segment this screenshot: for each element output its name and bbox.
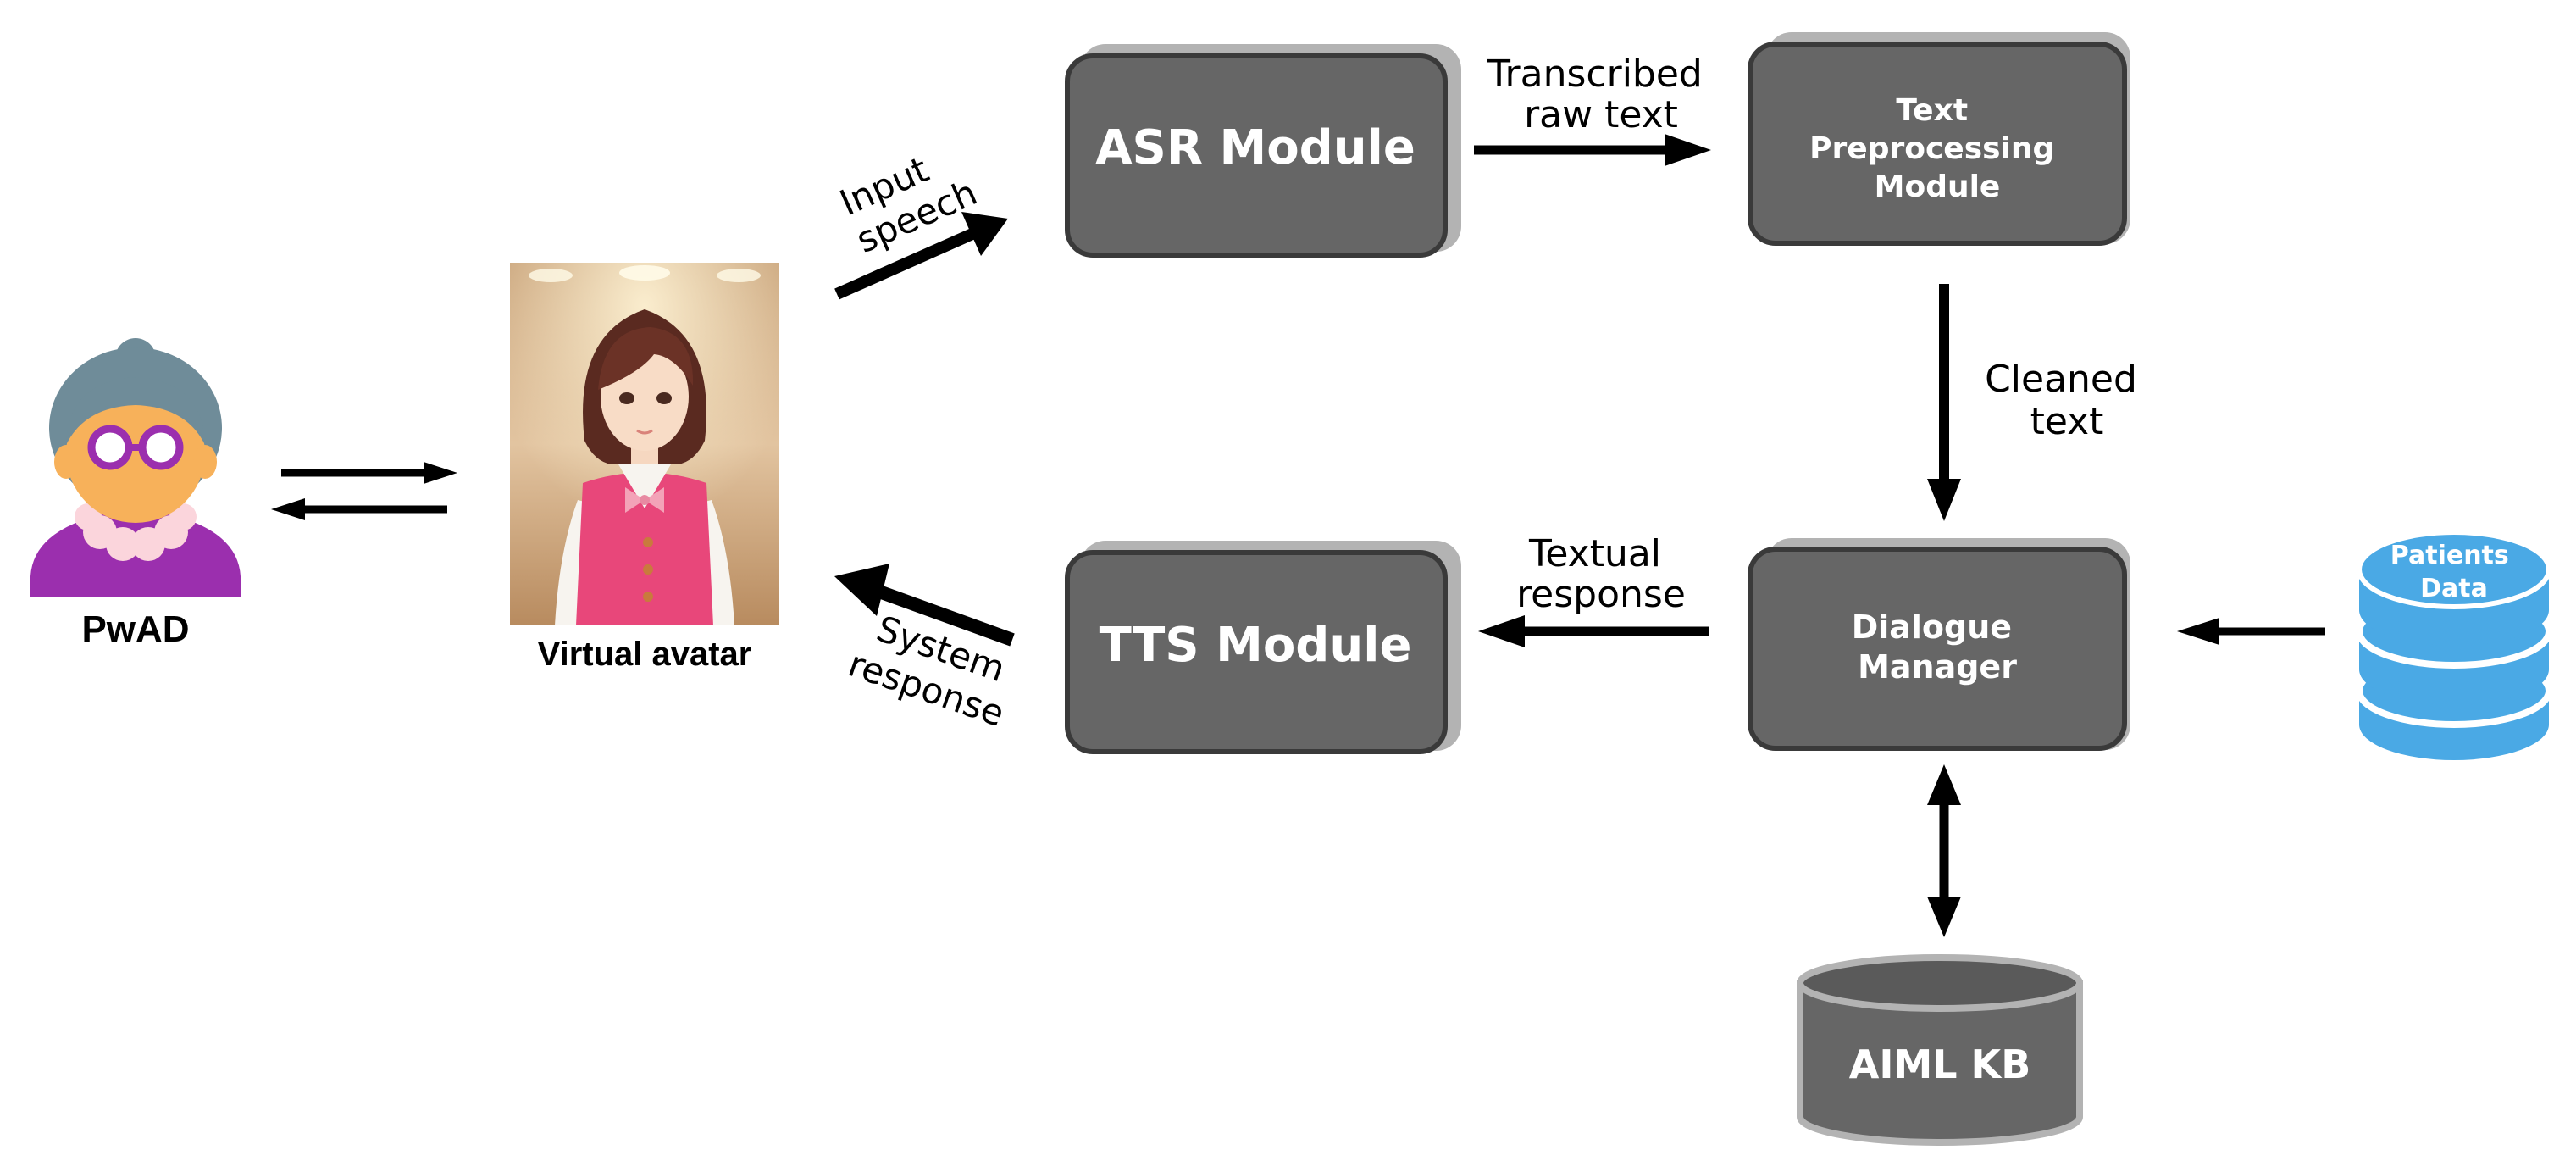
glasses-icon: [87, 425, 133, 470]
textual-response-arrow: [1478, 615, 1709, 647]
textual-response-label: Textual response: [1516, 532, 1686, 616]
pwad-label: PwAD: [81, 608, 189, 650]
aiml-kb-label: AIML KB: [1849, 1041, 2031, 1087]
virtual-avatar-image: [510, 263, 779, 625]
asr-module-box: ASR Module: [1065, 44, 1461, 258]
avatar-label: Virtual avatar: [538, 636, 752, 673]
tts-module-box: TTS Module: [1065, 541, 1461, 754]
tts-module-label: TTS Module: [1100, 618, 1412, 673]
dialogue-manager-label: Dialogue Manager: [1852, 608, 2024, 686]
system-response-arrow: [834, 564, 1015, 647]
dialogue-manager-box: Dialogue Manager: [1748, 538, 2130, 751]
dialogue-aiml-arrow: [1927, 764, 1961, 937]
patients-data-arrow: [2177, 618, 2325, 645]
aiml-kb-database-icon: AIML KB: [1797, 954, 2083, 1146]
transcribed-arrow: [1474, 134, 1711, 166]
cleaned-text-arrow: [1927, 284, 1961, 521]
text-preprocessing-label: Text Preprocessing Module: [1809, 93, 2065, 204]
system-response-label: System response: [843, 603, 1023, 735]
transcribed-label: Transcribed raw text: [1487, 53, 1715, 136]
patients-data-label: Patients Data: [2390, 541, 2518, 603]
input-speech-arrow: [834, 212, 1008, 300]
patients-data-database-icon: Patients Data: [2356, 530, 2552, 760]
cleaned-text-label: Cleaned text: [1985, 358, 2149, 443]
text-preprocessing-box: Text Preprocessing Module: [1748, 32, 2130, 246]
pwad-avatar-arrows: [281, 469, 447, 514]
asr-module-label: ASR Module: [1095, 120, 1415, 175]
pwad-person-icon: [30, 338, 241, 597]
